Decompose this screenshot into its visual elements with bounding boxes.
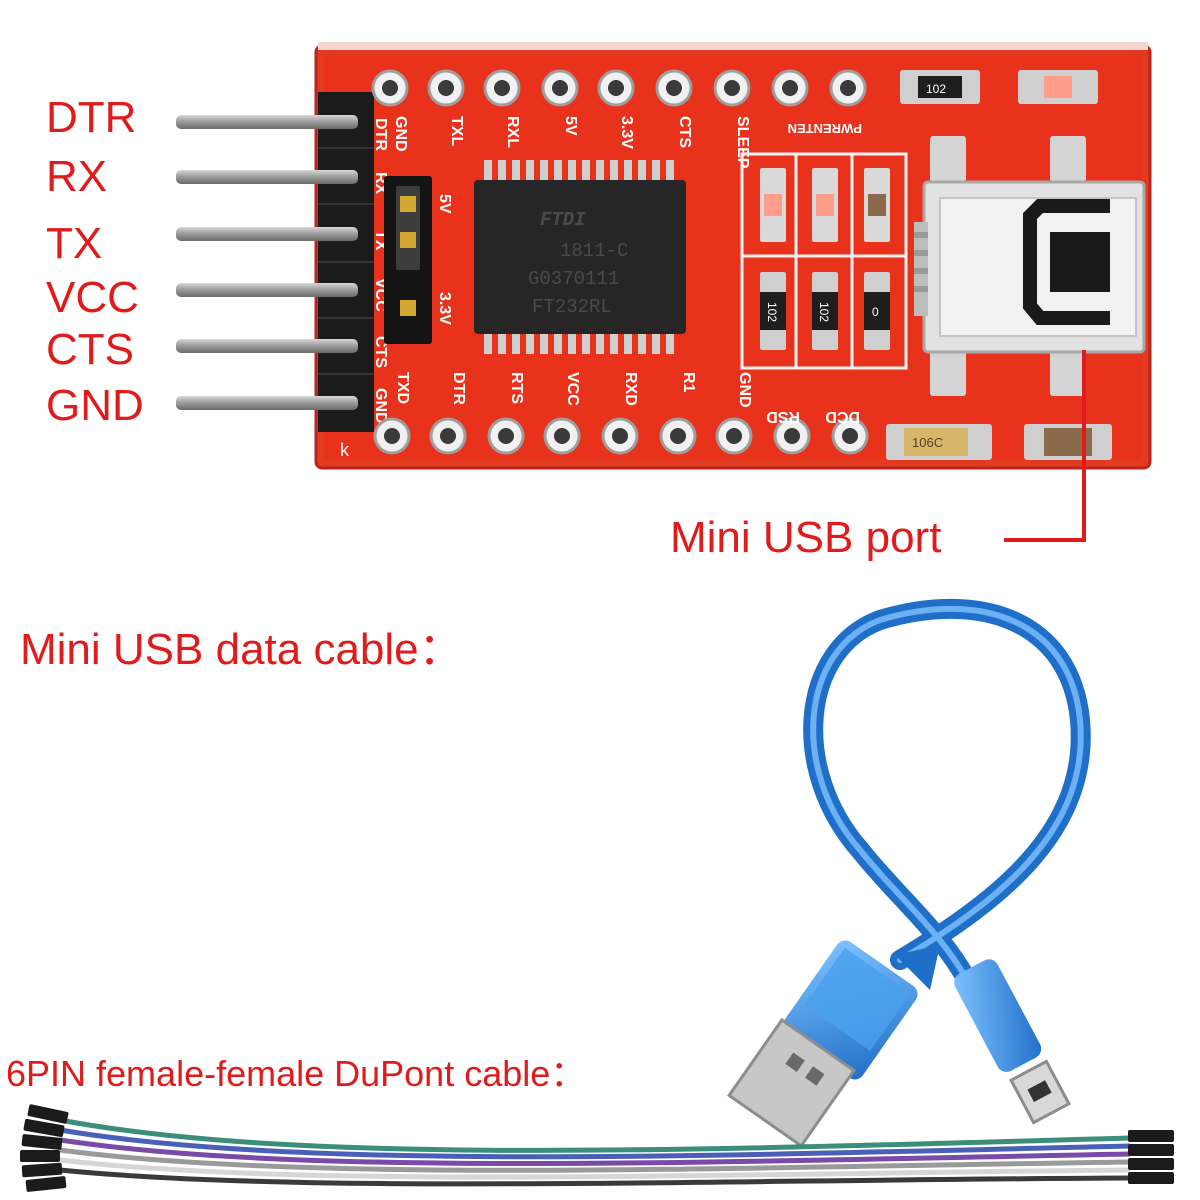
top-pin-label: RXL xyxy=(504,116,521,148)
label-tx: TX xyxy=(46,219,103,268)
smd-component-area xyxy=(740,152,908,370)
mini-usb-port-caption: Mini USB port xyxy=(670,513,942,562)
top-pin-labels: GND TXL RXL 5V 3.3V CTS SLEEP PWRENTEN xyxy=(392,116,862,169)
dupont-cable xyxy=(20,1104,1174,1192)
top-pin-label: PWRENTEN xyxy=(788,121,862,136)
bottom-pin-labels: TXD DTR RTS VCC RXD R1 GND RSD DCD xyxy=(394,372,860,425)
dupont-cable-caption: 6PIN female-female DuPont cable： xyxy=(6,1053,587,1094)
resistor-code: 102 xyxy=(765,302,779,322)
chip-model: FT232RL xyxy=(532,296,612,318)
resistors xyxy=(760,272,890,350)
top-pin-label: GND xyxy=(392,116,409,152)
top-pin-label: SLEEP xyxy=(734,116,751,169)
mini-usb-cable xyxy=(727,598,1091,1148)
label-rx: RX xyxy=(46,152,108,201)
usb-a-plug xyxy=(727,940,940,1148)
header-pins xyxy=(176,115,358,410)
label-vcc: VCC xyxy=(46,273,139,322)
bottom-pin-label: RSD xyxy=(766,408,800,425)
ft232rl-chip: FTDI 1811-C G0370111 FT232RL xyxy=(474,160,686,354)
pin-header xyxy=(318,92,374,432)
header-pin-gnd: GND xyxy=(372,388,389,424)
label-cts: CTS xyxy=(46,325,134,374)
chip-line: G0370111 xyxy=(528,268,619,290)
mini-usb-connector xyxy=(914,180,1146,354)
jumper-5v-label: 5V xyxy=(436,194,453,214)
mini-usb-cable-caption: Mini USB data cable： xyxy=(20,625,463,674)
resistor-code: 102 xyxy=(817,302,831,322)
bottom-pin-label: VCC xyxy=(564,372,581,406)
resistor-code: 0 xyxy=(872,305,879,319)
dupont-connectors-right xyxy=(1128,1130,1174,1184)
bottom-pin-label: RXD xyxy=(622,372,639,406)
chip-line: 1811-C xyxy=(560,240,628,262)
status-leds xyxy=(760,168,890,242)
resistor-code: 102 xyxy=(926,82,946,96)
label-dtr: DTR xyxy=(46,93,137,142)
header-pin-dtr: DTR xyxy=(372,118,389,151)
bottom-pin-label: RTS xyxy=(508,372,525,404)
top-pin-label: CTS xyxy=(676,116,693,148)
dupont-connectors-left xyxy=(20,1104,69,1192)
usb-pads xyxy=(930,136,1086,396)
bottom-pin-label: TXD xyxy=(394,372,411,404)
header-pin-cts: CTS xyxy=(372,336,389,368)
top-pin-label: 5V xyxy=(562,116,579,136)
bottom-pin-label: R1 xyxy=(680,372,697,393)
chip-brand: FTDI xyxy=(540,209,586,231)
bottom-pin-label: DCD xyxy=(825,408,860,425)
bottom-pin-label: GND xyxy=(736,372,753,408)
jumper-3v3-label: 3.3V xyxy=(436,292,453,325)
usb-port-callout-line xyxy=(1004,350,1086,542)
top-pin-label: TXL xyxy=(448,116,465,146)
capacitor-code: 106C xyxy=(912,435,943,450)
label-gnd: GND xyxy=(46,381,144,430)
board-corner-mark: k xyxy=(340,440,350,460)
bottom-pin-label: DTR xyxy=(450,372,467,405)
ft232rl-board: GND CTS VCC TX RX DTR xyxy=(176,42,1152,470)
top-pin-label: 3.3V xyxy=(618,116,635,149)
voltage-jumper xyxy=(384,176,432,344)
mini-usb-plug xyxy=(954,959,1071,1125)
